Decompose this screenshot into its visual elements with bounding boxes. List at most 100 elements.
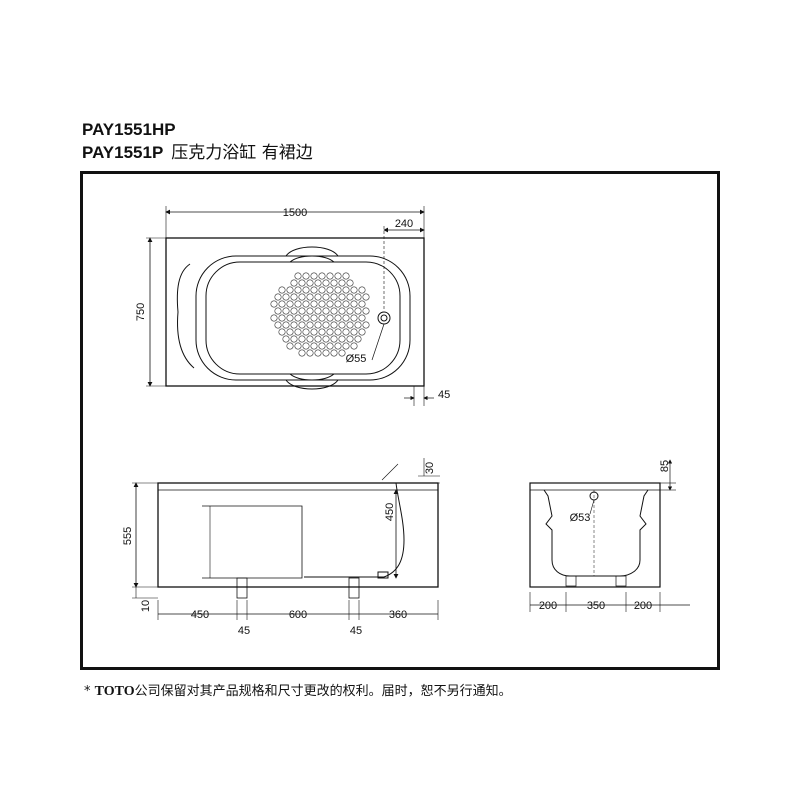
anti-slip-dot — [362, 321, 370, 329]
anti-slip-dot — [274, 307, 282, 315]
side-view — [132, 458, 440, 620]
dim-end-seg-mid: 350 — [587, 600, 605, 612]
anti-slip-dot — [350, 300, 358, 308]
dim-side-rim-top: 30 — [424, 462, 436, 474]
anti-slip-dot — [326, 300, 334, 308]
dim-leg-right: 45 — [350, 625, 362, 637]
anti-slip-dot — [350, 342, 358, 350]
product-name: 压克力浴缸 有裙边 — [171, 143, 313, 163]
anti-slip-dot — [298, 335, 306, 343]
anti-slip-dot — [330, 279, 338, 287]
anti-slip-dot — [318, 328, 326, 336]
anti-slip-dot — [342, 272, 350, 280]
anti-slip-dot — [326, 328, 334, 336]
anti-slip-dot — [334, 286, 342, 294]
anti-slip-dot — [318, 300, 326, 308]
anti-slip-dot — [302, 342, 310, 350]
anti-slip-dot — [358, 300, 366, 308]
anti-slip-dot — [322, 321, 330, 329]
anti-slip-dot — [346, 307, 354, 315]
anti-slip-dot — [322, 335, 330, 343]
anti-slip-dot — [314, 307, 322, 315]
anti-slip-dot — [346, 321, 354, 329]
anti-slip-dot — [310, 342, 318, 350]
anti-slip-dot — [330, 349, 338, 357]
anti-slip-dot — [278, 314, 286, 322]
dim-leg-left: 45 — [238, 625, 250, 637]
anti-slip-dot — [342, 328, 350, 336]
dim-end-seg-left: 200 — [539, 600, 557, 612]
anti-slip-dot — [338, 321, 346, 329]
anti-slip-dot — [338, 349, 346, 357]
end-view — [529, 459, 690, 612]
dim-side-height: 555 — [122, 527, 134, 545]
anti-slip-dot — [346, 335, 354, 343]
anti-slip-dot — [338, 335, 346, 343]
anti-slip-dot — [294, 342, 302, 350]
anti-slip-dot — [282, 321, 290, 329]
anti-slip-dot — [358, 328, 366, 336]
anti-slip-dot — [290, 307, 298, 315]
anti-slip-dot — [326, 272, 334, 280]
anti-slip-dot — [302, 286, 310, 294]
anti-slip-dot — [306, 307, 314, 315]
anti-slip-dot — [310, 272, 318, 280]
anti-slip-dot — [354, 335, 362, 343]
anti-slip-dot — [334, 300, 342, 308]
anti-slip-dot — [294, 272, 302, 280]
anti-slip-dot — [326, 286, 334, 294]
anti-slip-dot — [298, 349, 306, 357]
anti-slip-dot — [358, 286, 366, 294]
anti-slip-dot — [286, 342, 294, 350]
anti-slip-dot — [274, 293, 282, 301]
anti-slip-dot — [330, 307, 338, 315]
anti-slip-dot — [342, 342, 350, 350]
anti-slip-dot — [306, 335, 314, 343]
dim-length: 1500 — [283, 207, 307, 219]
anti-slip-dot — [294, 286, 302, 294]
anti-slip-dot — [322, 279, 330, 287]
anti-slip-dot — [326, 314, 334, 322]
anti-slip-dot — [362, 293, 370, 301]
anti-slip-dot — [338, 307, 346, 315]
anti-slip-dot — [334, 328, 342, 336]
anti-slip-dot — [298, 307, 306, 315]
anti-slip-dot — [314, 321, 322, 329]
anti-slip-dot — [318, 342, 326, 350]
dim-width: 750 — [135, 303, 147, 321]
dim-side-seg-left: 450 — [191, 609, 209, 621]
footnote: * TOTO公司保留对其产品规格和尺寸更改的权利。届时，恕不另行通知。 — [84, 680, 512, 700]
anti-slip-dot — [278, 328, 286, 336]
anti-slip-dot — [314, 279, 322, 287]
dim-inner-depth: 450 — [384, 503, 396, 521]
anti-slip-dot — [342, 300, 350, 308]
anti-slip-dot — [298, 293, 306, 301]
anti-slip-dot — [334, 272, 342, 280]
anti-slip-dot — [286, 314, 294, 322]
anti-slip-dot — [290, 279, 298, 287]
anti-slip-dot — [338, 279, 346, 287]
anti-slip-dot — [350, 286, 358, 294]
anti-slip-dot — [302, 314, 310, 322]
anti-slip-dot — [290, 293, 298, 301]
model-title-2: PAY1551P — [82, 143, 164, 162]
anti-slip-dot — [302, 272, 310, 280]
anti-slip-dot — [314, 349, 322, 357]
anti-slip-dot — [310, 328, 318, 336]
anti-slip-dot — [342, 314, 350, 322]
anti-slip-dot — [302, 300, 310, 308]
footnote-marker: * — [84, 684, 91, 699]
anti-slip-dot — [306, 321, 314, 329]
anti-slip-dot — [362, 307, 370, 315]
anti-slip-dot — [282, 307, 290, 315]
anti-slip-dot — [274, 321, 282, 329]
dim-drain-diameter: Ø55 — [346, 353, 367, 365]
anti-slip-dot — [278, 286, 286, 294]
anti-slip-dot — [314, 293, 322, 301]
model-title-1: PAY1551HP — [82, 120, 176, 139]
anti-slip-dot — [314, 335, 322, 343]
anti-slip-dot — [298, 279, 306, 287]
anti-slip-dot — [310, 286, 318, 294]
dim-end-rim-top: 85 — [659, 460, 671, 472]
